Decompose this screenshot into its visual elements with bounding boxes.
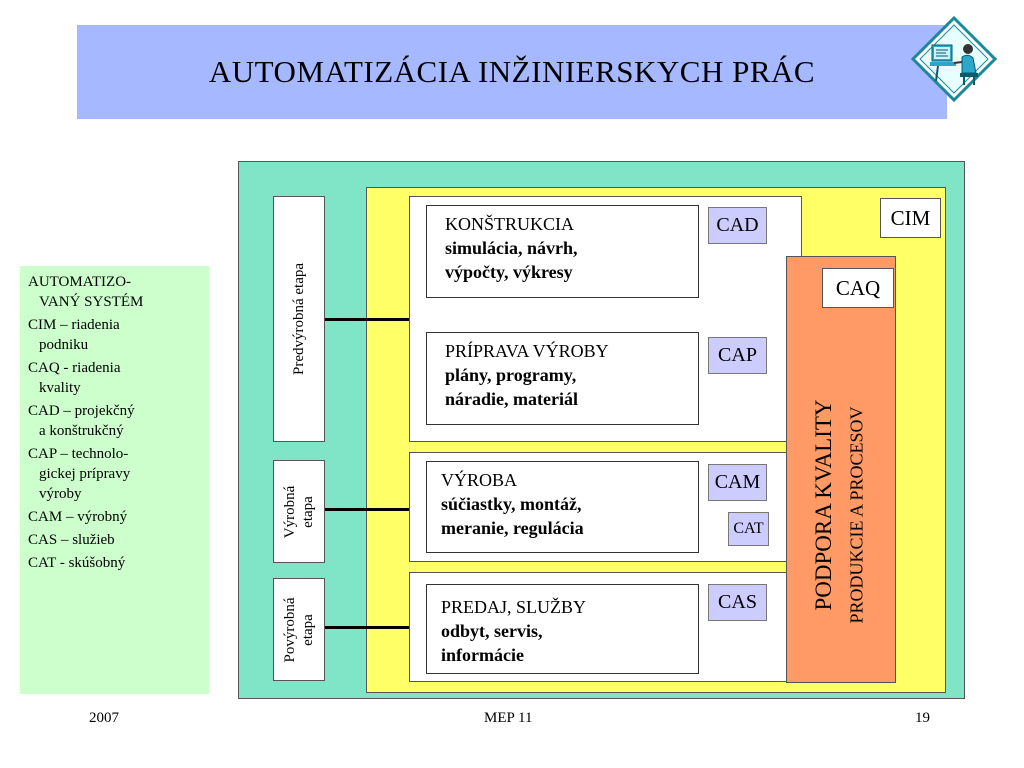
legend-sep: – — [56, 446, 72, 462]
box-line: náradie, materiál — [445, 389, 578, 409]
label-cim: CIM — [880, 198, 941, 238]
stage-production: Výrobná etapa — [273, 460, 325, 563]
legend-term: CIM — [28, 317, 57, 333]
stage-label: Povýrobná etapa — [281, 597, 317, 662]
box-line: informácie — [441, 645, 524, 665]
legend-term: CAP — [28, 446, 57, 462]
legend-entry-cas: CAS – služieb — [28, 530, 201, 550]
legend-sep: – — [59, 403, 75, 419]
label-cat: CAT — [728, 512, 769, 546]
legend-term: CAS — [28, 532, 58, 548]
connector-pre — [325, 318, 410, 321]
stage-label-line: Výrobná — [282, 485, 298, 538]
legend-term: CAQ — [28, 360, 60, 376]
slide-title: AUTOMATIZÁCIA INŽINIERSKYCH PRÁC — [208, 54, 816, 89]
legend-entry-cap: CAP – technolo- gickej prípravy výroby — [28, 444, 201, 504]
quality-subtitle: PRODUKCIE A PROCESOV — [846, 406, 867, 624]
legend-entry-cim: CIM – riadenia podniku — [28, 315, 201, 355]
legend-term: CAT — [28, 555, 57, 571]
legend-desc: výrobný — [77, 509, 128, 525]
stage-label-line: Povýrobná — [282, 597, 298, 662]
footer-page-number: 19 — [915, 710, 930, 726]
legend-panel: AUTOMATIZO- VANÝ SYSTÉM CIM – riadenia p… — [20, 266, 209, 694]
box-production-prep: PRÍPRAVA VÝROBY plány, programy, náradie… — [426, 332, 699, 425]
legend-desc: výroby — [39, 486, 82, 502]
legend-sep: – — [62, 509, 78, 525]
legend-desc: skúšobný — [68, 555, 126, 571]
legend-desc: podniku — [39, 337, 89, 353]
legend-entry-cam: CAM – výrobný — [28, 507, 201, 527]
quality-support-column: PODPORA KVALITY PRODUKCIE A PROCESOV — [786, 256, 896, 683]
footer-title: MEP 11 — [484, 710, 533, 726]
legend-entry-cat: CAT - skúšobný — [28, 553, 201, 573]
stage-label: Predvýrobná etapa — [291, 262, 307, 376]
stage-label-line: etapa — [300, 495, 316, 528]
box-line: výpočty, výkresy — [445, 262, 573, 282]
quality-title: PODPORA KVALITY — [811, 399, 836, 611]
legend-heading: AUTOMATIZO- VANÝ SYSTÉM — [28, 272, 201, 312]
legend-entry-caq: CAQ - riadenia kvality — [28, 358, 201, 398]
legend-term: CAD — [28, 403, 60, 419]
legend-desc: technolo- — [71, 446, 129, 462]
legend-desc: služieb — [72, 532, 115, 548]
legend-sep: - — [59, 360, 73, 376]
computer-user-icon — [910, 15, 998, 103]
box-heading: PREDAJ, SLUŽBY — [441, 597, 587, 617]
title-bar — [77, 25, 947, 119]
label-cap: CAP — [708, 337, 767, 374]
legend-term: CAM — [28, 509, 63, 525]
legend-desc: projekčný — [74, 403, 135, 419]
box-sales-services: PREDAJ, SLUŽBY odbyt, servis, informácie — [426, 584, 699, 674]
box-heading: PRÍPRAVA VÝROBY — [445, 341, 609, 361]
box-design: KONŠTRUKCIA simulácia, návrh, výpočty, v… — [426, 205, 699, 298]
box-line: plány, programy, — [445, 365, 577, 385]
legend-sep: – — [56, 317, 72, 333]
connector-production — [325, 508, 410, 511]
connector-post — [325, 626, 410, 629]
legend-desc: a konštrukčný — [39, 423, 124, 439]
legend-entry-cad: CAD – projekčný a konštrukčný — [28, 401, 201, 441]
legend-desc: riadenia — [71, 317, 120, 333]
stage-post-production: Povýrobná etapa — [273, 578, 325, 681]
label-caq: CAQ — [822, 268, 894, 308]
box-line: súčiastky, montáž, — [441, 494, 582, 514]
legend-desc: riadenia — [72, 360, 121, 376]
legend-desc: kvality — [39, 380, 81, 396]
box-heading: VÝROBA — [441, 470, 518, 490]
footer-year: 2007 — [89, 710, 119, 726]
legend-sep: - — [56, 555, 69, 571]
box-heading: KONŠTRUKCIA — [445, 214, 575, 234]
legend-sep: – — [57, 532, 73, 548]
box-line: odbyt, servis, — [441, 621, 543, 641]
legend-desc: gickej prípravy — [39, 466, 131, 482]
stage-label-line: etapa — [300, 613, 316, 646]
label-cam: CAM — [708, 464, 767, 501]
box-production: VÝROBA súčiastky, montáž, meranie, regul… — [426, 461, 699, 553]
stage-pre-production: Predvýrobná etapa — [273, 196, 325, 442]
label-cad: CAD — [708, 207, 767, 244]
stage-label: Výrobná etapa — [281, 485, 317, 538]
legend-heading-line: VANÝ SYSTÉM — [39, 294, 144, 310]
label-cas: CAS — [708, 584, 767, 621]
box-line: simulácia, návrh, — [445, 238, 578, 258]
box-line: meranie, regulácia — [441, 518, 584, 538]
legend-heading-line: AUTOMATIZO- — [28, 274, 132, 290]
